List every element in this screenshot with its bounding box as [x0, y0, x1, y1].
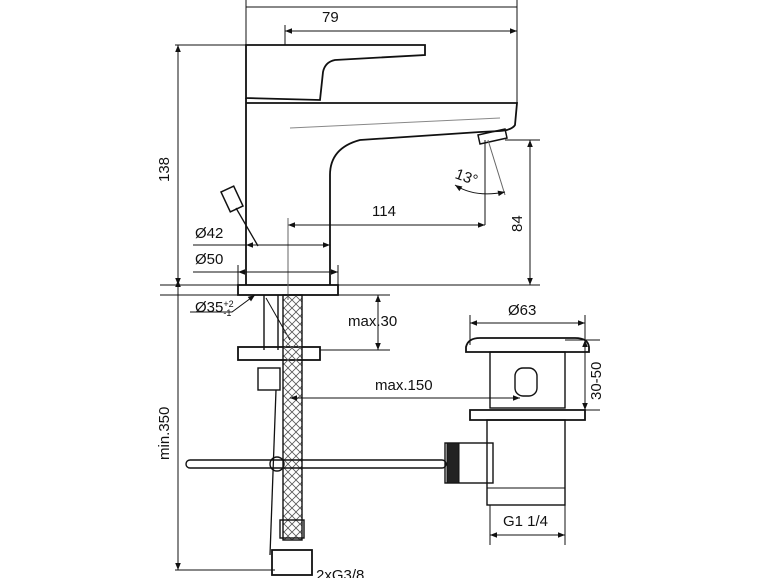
waste-body	[486, 419, 566, 506]
label-114: 114	[372, 203, 396, 220]
label-35-value: Ø35	[195, 299, 224, 316]
supply-hose	[282, 294, 303, 541]
aerator	[477, 128, 508, 145]
lever	[245, 44, 426, 101]
waste-head	[465, 337, 590, 353]
waste-flange	[469, 409, 586, 421]
label-138: 138	[156, 156, 173, 182]
label-84: 84	[509, 215, 526, 232]
label-30-50: 30-50	[588, 361, 605, 400]
label-50: Ø50	[195, 251, 224, 268]
label-35: Ø35+2-1	[195, 300, 234, 318]
label-79: 79	[322, 9, 339, 26]
label-g38: 2xG3/8	[316, 567, 365, 578]
label-63: Ø63	[508, 302, 537, 319]
dim-35-leader	[190, 294, 256, 313]
label-min350: min.350	[156, 406, 173, 460]
fixing-nut	[237, 346, 321, 361]
hose-nut	[271, 549, 313, 576]
tolerance-lower: -1	[223, 308, 232, 318]
tolerance-upper: +2	[223, 299, 234, 309]
pull-rod	[185, 459, 447, 469]
label-max150: max.150	[375, 377, 433, 394]
label-max30: max.30	[348, 313, 398, 330]
rod-connector	[444, 442, 494, 484]
label-42: Ø42	[195, 225, 224, 242]
drain-knob	[220, 185, 244, 213]
label-g114: G1 1/4	[503, 513, 549, 530]
body	[245, 98, 518, 285]
